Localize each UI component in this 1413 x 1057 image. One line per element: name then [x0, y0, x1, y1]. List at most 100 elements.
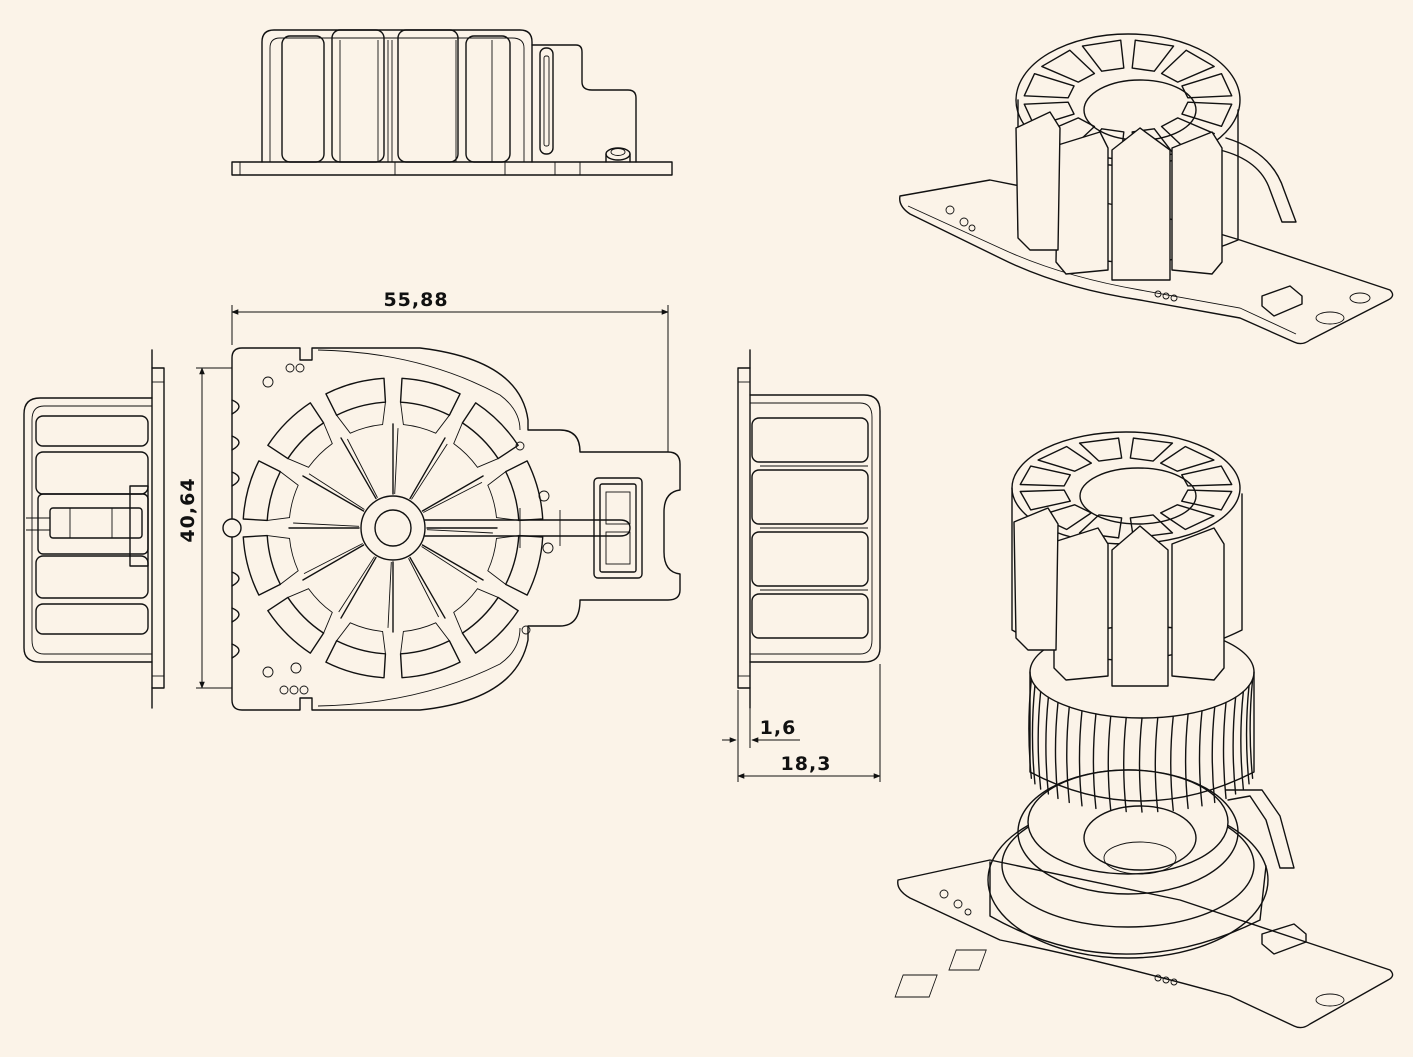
coil-turn [1184, 713, 1189, 810]
spoke-edge [346, 438, 378, 498]
spoke-edge [303, 543, 363, 575]
crown-segment [1159, 504, 1215, 531]
inner-segment [453, 588, 499, 634]
outer-segment [461, 402, 519, 460]
coil-turn [1031, 684, 1036, 785]
coil-turn [1170, 715, 1174, 812]
coil-turn [1198, 710, 1203, 807]
crown-segment [1181, 73, 1233, 99]
crown-segment [1019, 465, 1071, 487]
outer-segment [242, 534, 281, 596]
coil-turn [1078, 710, 1083, 807]
crown-segment [1037, 445, 1093, 472]
toroid-segments [242, 377, 544, 679]
crown-segment [1041, 49, 1096, 83]
height-label: 40,64 [177, 477, 199, 542]
spoke [421, 475, 484, 512]
crown-segment [1019, 489, 1071, 511]
inner-segment [267, 471, 299, 521]
spoke [421, 544, 484, 581]
inner-segment [267, 535, 299, 585]
coil-turn [1092, 713, 1097, 810]
coil-turn [1138, 717, 1143, 813]
component-height-label: 18,3 [781, 753, 832, 775]
crown-segment [1023, 101, 1075, 127]
dimension-height: 40,64 [177, 367, 232, 689]
isometric-assembled-view [899, 33, 1394, 345]
coil-turn [1054, 701, 1059, 800]
crown-segment [1023, 73, 1075, 99]
spoke [302, 475, 365, 512]
coil-turn [1154, 716, 1159, 813]
width-label: 55,88 [383, 289, 448, 311]
outer-segment [267, 402, 325, 460]
right-side-view [737, 349, 881, 709]
outer-segment [267, 596, 325, 654]
coil-turn [1249, 678, 1254, 779]
inner-segment [287, 422, 333, 468]
crown-segment [1129, 437, 1174, 462]
inner-segment [400, 402, 450, 434]
spoke [340, 437, 377, 500]
spoke-edge [423, 481, 483, 513]
crown-segment [1078, 437, 1123, 462]
coil-turn [1222, 701, 1227, 800]
spoke-edge [338, 556, 375, 613]
plan-view [222, 347, 681, 711]
toroid-coil-turns [1028, 678, 1254, 813]
spoke-edge [426, 529, 493, 534]
left-side-view [23, 349, 165, 709]
spoke-edge [308, 473, 365, 510]
spoke [409, 556, 446, 619]
crown-segment [1159, 445, 1215, 472]
coil-turn [1123, 716, 1127, 813]
spoke-edge [293, 522, 360, 527]
inner-segment [336, 402, 386, 434]
inner-segment [487, 471, 519, 521]
outer-segment [505, 534, 544, 596]
inner-segment [400, 622, 450, 654]
coil-turn [1037, 690, 1042, 790]
crown-segment [1081, 39, 1125, 72]
crown-segment [1160, 49, 1215, 83]
outer-segment [505, 460, 544, 522]
spoke-edge [394, 428, 399, 495]
inner-segment [487, 535, 519, 585]
inner-segment [336, 622, 386, 654]
spoke-edge [421, 546, 478, 583]
outer-segment [461, 596, 519, 654]
crown-segment [1181, 489, 1233, 511]
coil-turn [1245, 684, 1250, 785]
spoke-edge [408, 558, 440, 618]
coil-turn [1045, 696, 1050, 795]
inner-segment [453, 422, 499, 468]
outer-segment [325, 640, 387, 679]
coil-turn [1066, 706, 1070, 804]
spoke [340, 556, 377, 619]
outer-segment [242, 460, 281, 522]
crown-segment [1181, 101, 1233, 127]
outer-segment [399, 377, 461, 416]
isometric-exploded-view [894, 431, 1394, 1029]
spoke-edge [387, 561, 392, 628]
board-thickness-label: 1,6 [760, 717, 797, 739]
inner-segment [287, 588, 333, 634]
dimension-width: 55,88 [231, 289, 669, 452]
crown-segment [1131, 39, 1175, 72]
dimension-board-thickness: 1,6 [722, 690, 800, 782]
coil-turn [1240, 690, 1245, 790]
coil-turn [1107, 715, 1112, 812]
iso2-winding-segments [1019, 437, 1233, 539]
spoke [409, 437, 446, 500]
outer-segment [325, 377, 387, 416]
top-side-view [231, 29, 673, 176]
crown-segment [1181, 465, 1233, 487]
coil-turn [1028, 678, 1033, 779]
outer-segment [399, 640, 461, 679]
coil-turn [1232, 696, 1237, 795]
spoke [302, 544, 365, 581]
spoke-edge [411, 443, 448, 500]
coil-turn [1211, 706, 1216, 804]
dimension-component-height: 18,3 [737, 664, 881, 782]
